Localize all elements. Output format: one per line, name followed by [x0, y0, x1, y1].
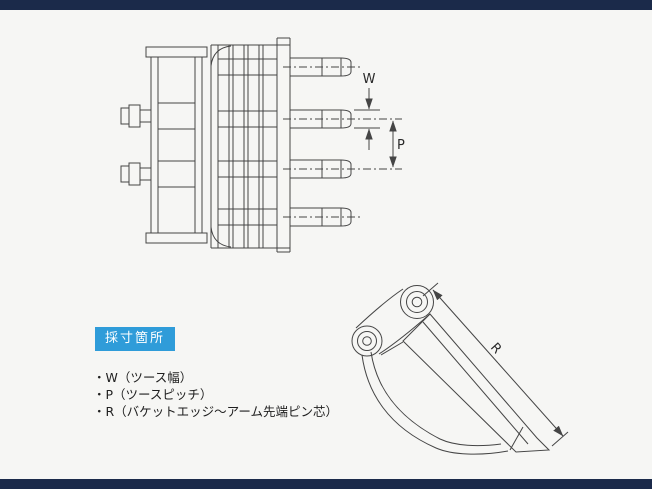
legend-header: 採寸箇所 — [95, 327, 176, 351]
tooth-centerlines — [283, 66, 402, 218]
bucket-shell — [361, 351, 509, 455]
teeth — [289, 57, 352, 227]
dim-label-r: R — [487, 340, 504, 357]
front-view: W P — [120, 37, 405, 253]
legend-item-w: ・W（ツース幅） — [93, 370, 193, 385]
mount-bracket — [145, 46, 208, 244]
side-view: R — [351, 282, 569, 455]
bucket-blade — [402, 313, 551, 453]
legend-item-r: ・R（バケットエッジ～アーム先端ピン芯） — [93, 404, 339, 419]
dimension-r: R — [422, 282, 569, 447]
pin-lower — [120, 162, 152, 186]
top-border-bar — [0, 0, 652, 10]
arm-pin-boss — [400, 285, 434, 319]
legend: 採寸箇所 ・W（ツース幅） ・P（ツースピッチ） ・R（バケットエッジ～アーム先… — [93, 327, 338, 420]
pin-upper — [120, 104, 152, 128]
legend-item-p: ・P（ツースピッチ） — [93, 387, 213, 402]
dimension-p: P — [389, 120, 405, 168]
dim-label-w: W — [363, 72, 376, 87]
dim-label-p: P — [397, 138, 405, 153]
legend-items: ・W（ツース幅） ・P（ツースピッチ） ・R（バケットエッジ～アーム先端ピン芯） — [93, 369, 338, 420]
dimension-w: W — [354, 72, 380, 150]
bottom-border-bar — [0, 479, 652, 489]
bucket-grid — [210, 37, 291, 253]
link-pin-boss — [351, 325, 383, 357]
